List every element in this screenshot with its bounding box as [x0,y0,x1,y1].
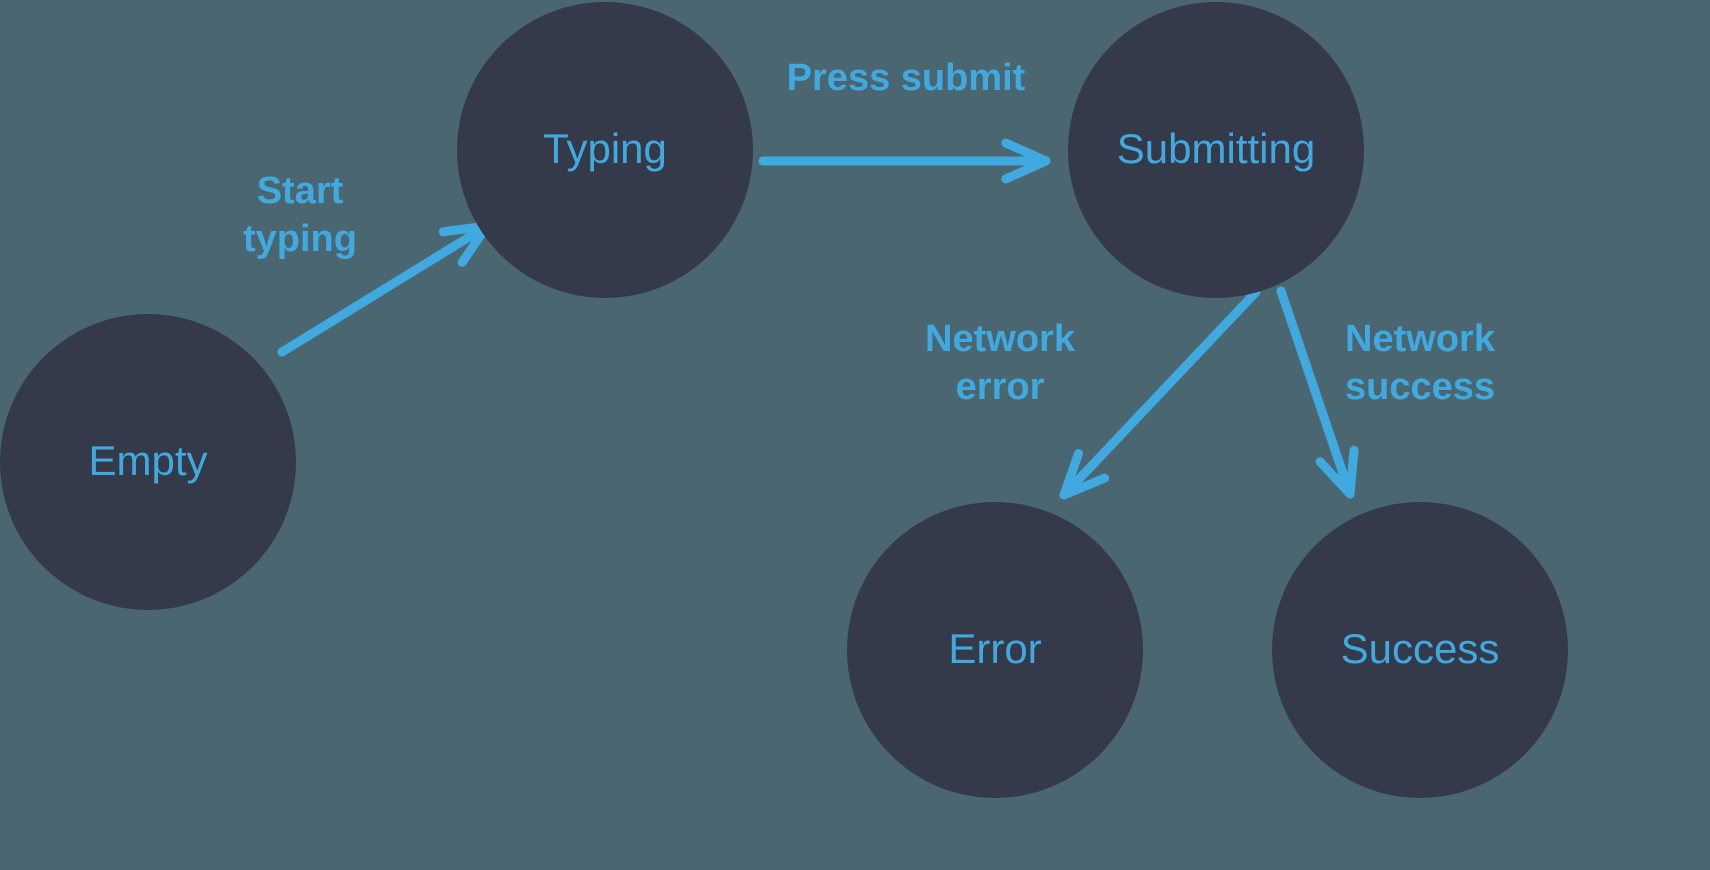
state-circle-submitting [1068,2,1364,298]
transition-label-start-typing-line-2: typing [243,218,357,260]
state-label-error: Error [948,625,1041,672]
transition-line-network-success [1276,286,1355,499]
state-label-typing: Typing [543,125,667,172]
transition-label-network-success-line-1: Network [1345,318,1496,360]
state-circle-typing [457,2,753,298]
transition-label-network-error-line-2: error [956,366,1045,408]
transition-network-success[interactable]: Network success [1276,286,1496,499]
transition-label-network-error-line-1: Network [925,318,1076,360]
state-label-empty: Empty [88,437,207,484]
transition-line-start-typing [277,221,492,357]
transition-press-submit[interactable]: Press submit [758,57,1051,184]
arrowhead-icon-network-success [1315,445,1359,499]
transition-label-start-typing-line-1: Start [257,170,344,212]
state-label-submitting: Submitting [1117,125,1315,172]
state-node-submitting[interactable]: Submitting [1068,2,1364,298]
arrowhead-icon-network-error [1059,448,1110,500]
transition-label-press-submit-line-1: Press submit [787,57,1026,99]
transition-network-error[interactable]: Network error [925,287,1261,500]
transition-label-network-success-line-2: success [1345,366,1495,408]
state-label-success: Success [1341,625,1500,672]
state-circle-success [1272,502,1568,798]
arrowhead-icon-press-submit [1001,138,1051,184]
state-circle-empty [0,314,296,610]
transition-line-network-error [1059,287,1261,500]
state-node-typing[interactable]: Typing [457,2,753,298]
state-node-empty[interactable]: Empty [0,314,296,610]
state-circle-error [847,502,1143,798]
state-node-success[interactable]: Success [1272,502,1568,798]
state-node-error[interactable]: Error [847,502,1143,798]
